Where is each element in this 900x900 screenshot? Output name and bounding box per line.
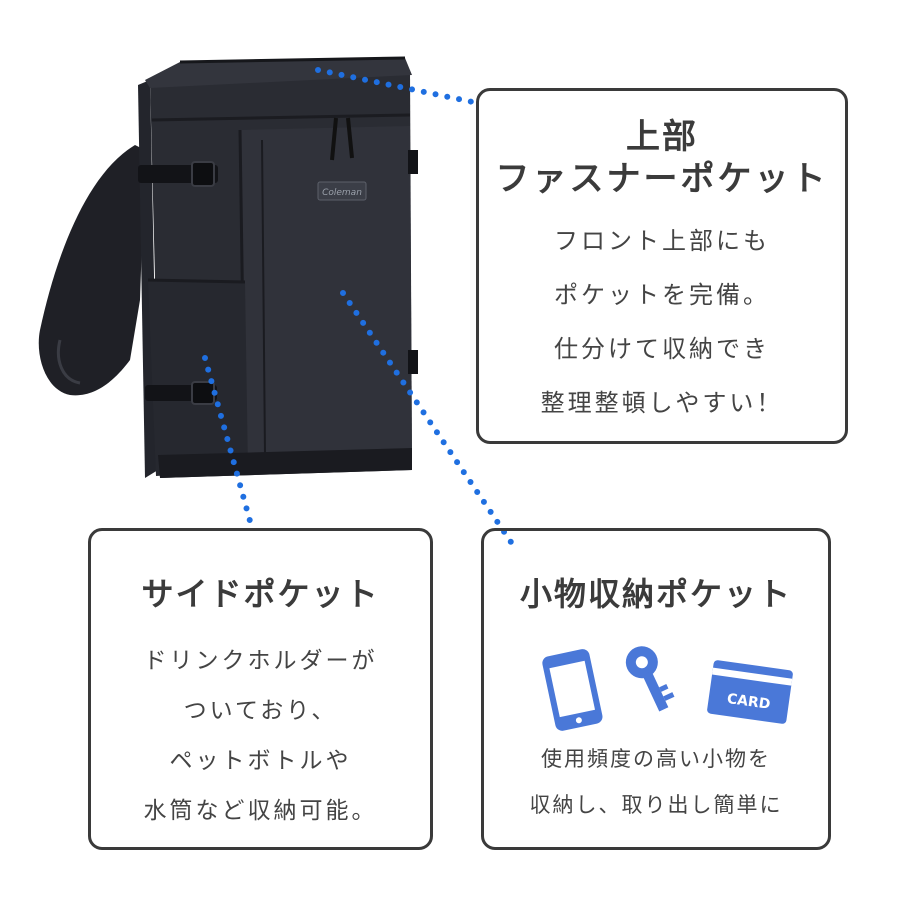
smartphone-icon	[542, 649, 603, 731]
top-zipper-pocket-panel: 上部 ファスナーポケット フロント上部にも ポケットを完備。 仕分けて収納でき …	[476, 88, 848, 444]
backpack-image: Coleman	[38, 56, 418, 478]
small-panel-title: 小物収納ポケット	[519, 575, 792, 613]
top-panel-body-line-4: 整理整頓しやすい！	[540, 389, 784, 417]
key-icon	[625, 646, 675, 712]
top-panel-body-line-3: 仕分けて収納でき	[554, 335, 770, 363]
top-panel-body-line-1: フロント上部にも	[554, 227, 770, 255]
small-panel-body-line-1: 使用頻度の高い小物を	[541, 747, 771, 771]
small-panel-body-line-2: 収納し、取り出し簡単に	[529, 793, 783, 817]
brand-logo: Coleman	[322, 188, 362, 198]
leader-line-small	[340, 290, 518, 551]
side-pocket-panel: サイドポケット ドリンクホルダーが ついており、 ペットボトルや 水筒など収納可…	[88, 528, 433, 850]
side-panel-body-line-3: ペットボトルや	[169, 748, 352, 774]
card-label: CARD	[726, 691, 771, 713]
small-items-pocket-panel: 小物収納ポケット 使用頻度の高い小物を 収納し、取り出し簡単に	[481, 528, 831, 850]
leader-line-side	[202, 355, 261, 553]
top-panel-body-line-2: ポケットを完備。	[554, 281, 770, 309]
side-panel-body-line-4: 水筒など収納可能。	[143, 798, 378, 824]
top-panel-title-line-2: ファスナーポケット	[495, 159, 829, 199]
side-panel-title: サイドポケット	[141, 575, 380, 613]
side-panel-body-line-1: ドリンクホルダーが	[143, 648, 378, 674]
side-panel-body-line-2: ついており、	[183, 698, 338, 724]
card-icon: CARD	[707, 660, 793, 724]
top-panel-title-line-1: 上部	[626, 117, 698, 157]
